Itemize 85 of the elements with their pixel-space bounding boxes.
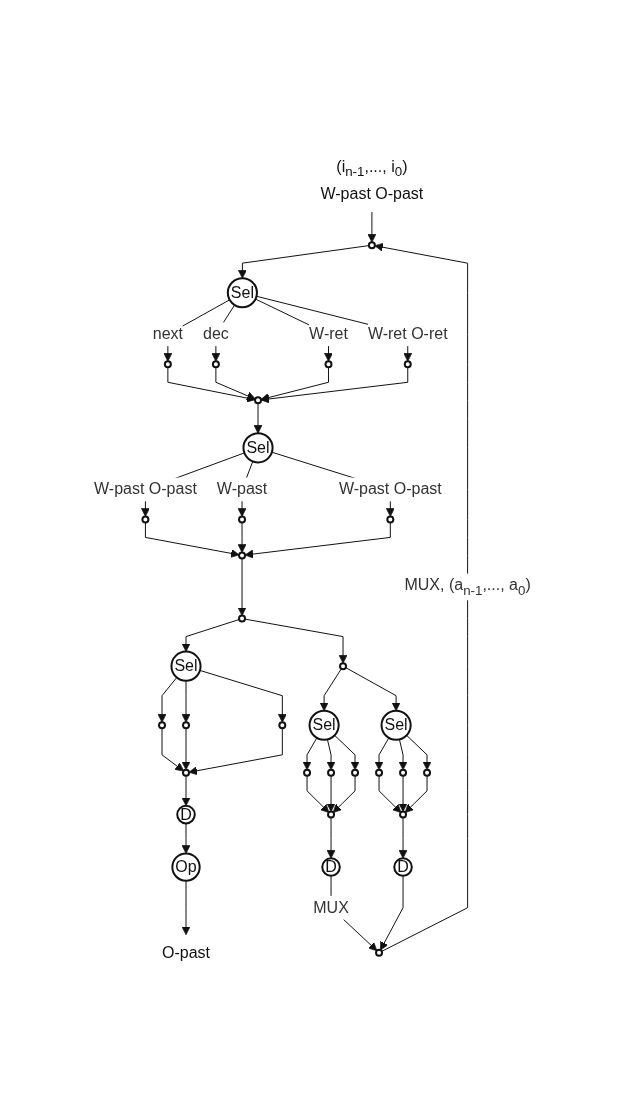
node-circle	[375, 768, 384, 777]
arrow	[374, 737, 390, 770]
node-circle	[182, 768, 191, 777]
arrow	[332, 774, 356, 813]
node-circle	[423, 768, 432, 777]
node-circle	[403, 359, 412, 368]
node-circle	[141, 515, 150, 524]
arrow	[374, 242, 469, 952]
arrow	[244, 618, 348, 664]
arrow	[398, 774, 408, 812]
edge-label: W-past O-past	[339, 480, 442, 498]
edge-label: next	[152, 324, 184, 342]
arrow	[319, 667, 343, 711]
arrow	[404, 774, 428, 813]
edge-label: W-ret O-ret	[368, 324, 448, 342]
node-circle	[324, 359, 333, 368]
node-circle	[303, 768, 312, 777]
node-circle	[386, 515, 395, 524]
arrow	[326, 738, 336, 770]
node-circle	[368, 240, 376, 249]
node-circle	[278, 720, 287, 729]
node-circle: Sel	[380, 709, 412, 741]
node-circle	[399, 810, 408, 819]
arrow	[306, 774, 330, 813]
edge-label: dec	[203, 324, 229, 342]
arrow	[238, 244, 370, 279]
node-circle: D	[393, 856, 413, 877]
node-circle: D	[321, 856, 341, 877]
arrow	[380, 874, 404, 951]
node-circle	[238, 614, 247, 623]
edge-label: MUX	[313, 898, 349, 916]
node-text: O-past	[162, 943, 211, 961]
node-circle	[238, 515, 247, 524]
arrow	[181, 727, 191, 770]
arrow	[199, 669, 287, 723]
node-circle	[399, 768, 408, 777]
edge-label: W-ret	[309, 324, 349, 342]
node-circle	[351, 768, 360, 777]
arrow	[161, 727, 185, 772]
node-circle	[164, 359, 172, 368]
node-circle: Op	[171, 852, 201, 882]
arrow	[244, 521, 391, 559]
arrow	[302, 737, 318, 770]
arrow	[378, 774, 402, 813]
node-circle	[158, 720, 167, 729]
arrow	[367, 211, 377, 243]
arrow	[326, 816, 336, 859]
arrow	[163, 298, 231, 362]
node-circle	[254, 395, 263, 404]
arrow	[181, 879, 191, 935]
arrow	[345, 666, 401, 711]
edge-label: MUX, (a$_{n-1}$,..., a$_{0}$)	[404, 576, 531, 598]
node-circle: Sel	[242, 431, 274, 464]
node-circle: Sel	[170, 650, 202, 682]
arrow	[145, 521, 240, 558]
node-circle	[375, 948, 384, 957]
node-circle	[182, 720, 191, 729]
node-circle	[339, 661, 348, 670]
node-circle	[212, 359, 220, 368]
node-circle: Sel	[308, 709, 340, 741]
arrow	[181, 774, 191, 806]
arrow	[237, 521, 247, 553]
arrow	[398, 738, 408, 770]
node-text: (i$_{n-1}$,..., i$_{0}$) W-past O-past	[320, 157, 424, 202]
arrow	[253, 402, 263, 434]
node-circle: D	[176, 804, 196, 824]
arrow	[188, 727, 283, 775]
node-circle	[327, 810, 336, 819]
arrow	[215, 366, 256, 400]
node-circle: Sel	[226, 276, 259, 308]
arrow	[181, 822, 191, 854]
arrow	[167, 366, 256, 403]
arrow	[260, 366, 409, 403]
edge-label: W-past O-past	[94, 480, 197, 498]
arrow	[406, 734, 432, 770]
arrow	[237, 557, 247, 616]
node-circle	[327, 768, 336, 777]
arrow	[334, 734, 360, 770]
arrow	[326, 774, 336, 812]
arrow	[398, 816, 408, 859]
arrow	[181, 618, 240, 652]
edge-label: W-past	[216, 480, 268, 498]
node-circle	[238, 551, 247, 560]
arrow	[157, 676, 178, 723]
arrow	[181, 679, 191, 723]
